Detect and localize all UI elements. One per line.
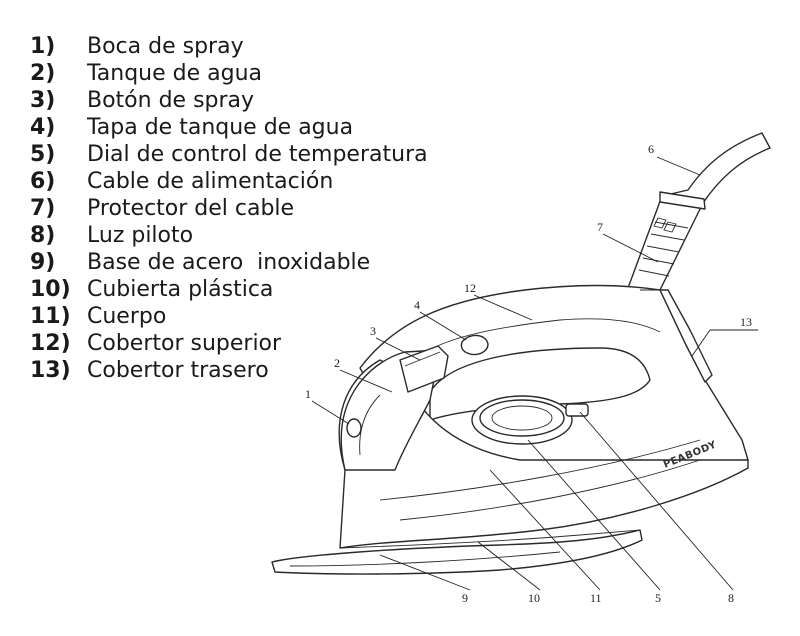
legend-number: 8) [30,223,56,248]
callout-5: 5 [655,591,661,605]
legend-label: Cubierta plástica [87,277,274,302]
legend-label: Protector del cable [87,196,295,221]
legend-label: Dial de control de temperatura [87,142,428,167]
callout-3: 3 [370,324,376,338]
legend-label: Cuerpo [87,304,167,329]
legend-number: 12) [30,331,71,356]
legend-number: 13) [30,358,71,383]
callout-13: 13 [740,315,752,329]
legend-number: 5) [30,142,56,167]
tank-cap [460,334,489,356]
parts-legend: 1) Boca de spray 2) Tanque de agua 3) Botón… [30,33,428,384]
callout-8: 8 [728,591,734,605]
legend-item-11: 11) Cuerpo [30,303,428,330]
callout-11: 11 [590,591,602,605]
legend-number: 10) [30,277,71,302]
callout-4: 4 [414,298,420,312]
legend-number: 3) [30,88,56,113]
legend-item-13: 13) Cobertor trasero [30,357,428,384]
callout-1: 1 [305,387,311,401]
legend-label: Boca de spray [87,34,244,59]
legend-item-8: 8) Luz piloto [30,222,428,249]
temperature-dial [471,395,573,445]
callout-7: 7 [597,220,603,234]
spray-button [399,345,449,393]
leader-lines [311,156,758,591]
legend-label: Cobertor superior [87,331,282,356]
pilot-light [565,403,589,417]
legend-label: Tanque de agua [87,61,263,86]
callout-10: 10 [528,591,540,605]
callout-12: 12 [464,281,476,295]
legend-item-12: 12) Cobertor superior [30,330,428,357]
legend-item-7: 7) Protector del cable [30,195,428,222]
iron-body [338,359,749,549]
callout-6: 6 [648,142,654,156]
legend-item-3: 3) Botón de spray [30,87,428,114]
cable-protector [627,191,706,291]
legend-number: 9) [30,250,56,275]
rear-cover [659,289,713,383]
legend-number: 1) [30,34,56,59]
plastic-skirt [339,529,641,549]
legend-number: 11) [30,304,71,329]
legend-number: 4) [30,115,56,140]
legend-label: Luz piloto [87,223,194,248]
legend-number: 2) [30,61,56,86]
legend-number: 6) [30,169,56,194]
legend-label: Cobertor trasero [87,358,269,383]
legend-label: Cable de alimentación [87,169,334,194]
legend-item-1: 1) Boca de spray [30,33,428,60]
callout-2: 2 [334,356,340,370]
legend-label: Tapa de tanque de agua [87,115,354,140]
soleplate [271,529,643,575]
spray-nozzle [346,418,362,438]
legend-item-6: 6) Cable de alimentación [30,168,428,195]
legend-label: Base de acero inoxidable [87,250,371,275]
legend-item-5: 5) Dial de control de temperatura [30,141,428,168]
legend-item-2: 2) Tanque de agua [30,60,428,87]
legend-item-10: 10) Cubierta plástica [30,276,428,303]
legend-number: 7) [30,196,56,221]
power-cable [661,132,771,204]
legend-item-4: 4) Tapa de tanque de agua [30,114,428,141]
legend-label: Botón de spray [87,88,255,113]
callout-9: 9 [462,591,468,605]
legend-item-9: 9) Base de acero inoxidable [30,249,428,276]
